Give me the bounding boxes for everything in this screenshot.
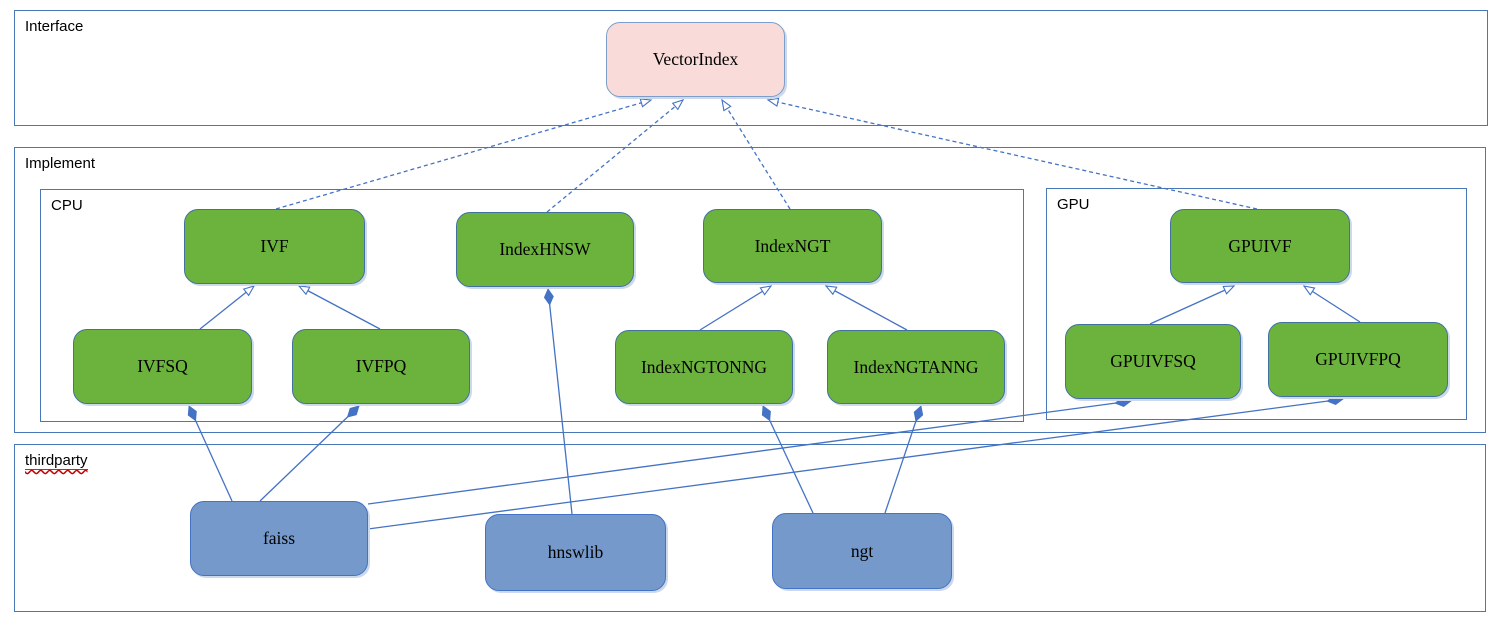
section-thirdparty[interactable]: thirdparty bbox=[14, 444, 1486, 612]
edge-realization-indexngt-to-vectorindex[interactable] bbox=[721, 98, 791, 210]
edge-composition-gpuivfpq-to-faiss[interactable] bbox=[367, 395, 1344, 530]
node-faiss[interactable]: faiss bbox=[190, 501, 368, 576]
node-label-indexngtonng: IndexNGTONNG bbox=[640, 356, 768, 377]
edge-generalization-ivfsq-to-ivf[interactable] bbox=[199, 285, 256, 330]
section-gpu[interactable]: GPU bbox=[1046, 188, 1467, 420]
node-ngt[interactable]: ngt bbox=[772, 513, 952, 589]
node-indexngtanng[interactable]: IndexNGTANNG bbox=[827, 330, 1005, 404]
edge-composition-indexngtonng-to-ngt[interactable] bbox=[761, 405, 814, 514]
section-interface-label: Interface bbox=[25, 18, 84, 35]
edge-generalization-gpuivfsq-to-gpuivf[interactable] bbox=[1149, 285, 1236, 325]
node-label-ivfsq: IVFSQ bbox=[137, 356, 188, 376]
node-indexngt[interactable]: IndexNGT bbox=[703, 209, 882, 283]
edge-composition-ivfsq-to-faiss[interactable] bbox=[187, 405, 233, 502]
edge-generalization-indexngtonng-to-indexngt[interactable] bbox=[699, 285, 773, 331]
edge-composition-ivfpq-to-faiss[interactable] bbox=[259, 405, 360, 502]
edge-realization-indexhnsw-to-vectorindex[interactable] bbox=[546, 99, 685, 213]
node-indexhnsw[interactable]: IndexHNSW bbox=[456, 212, 634, 287]
node-ivfsq[interactable]: IVFSQ bbox=[73, 329, 252, 404]
section-gpu-label: GPU bbox=[1057, 196, 1090, 213]
node-ivf[interactable]: IVF bbox=[184, 209, 365, 284]
node-label-ngt: ngt bbox=[850, 540, 874, 561]
node-label-ivfpq: IVFPQ bbox=[355, 356, 407, 376]
node-indexngtonng[interactable]: IndexNGTONNG bbox=[615, 330, 793, 404]
section-implement[interactable]: Implement bbox=[14, 147, 1486, 433]
section-cpu-label: CPU bbox=[51, 197, 83, 214]
node-label-ivf: IVF bbox=[260, 236, 289, 256]
node-label-gpuivf: GPUIVF bbox=[1228, 235, 1292, 256]
node-label-indexngt: IndexNGT bbox=[754, 235, 831, 256]
edge-composition-indexngtanng-to-ngt[interactable] bbox=[884, 405, 924, 514]
node-label-indexhnsw: IndexHNSW bbox=[499, 239, 591, 259]
edge-generalization-ivfpq-to-ivf[interactable] bbox=[297, 285, 381, 330]
node-label-gpuivfsq: GPUIVFSQ bbox=[1110, 351, 1196, 371]
section-thirdparty-label: thirdparty bbox=[25, 452, 88, 470]
edge-generalization-gpuivfpq-to-gpuivf[interactable] bbox=[1302, 285, 1361, 323]
section-implement-label: Implement bbox=[25, 155, 96, 172]
node-gpuivfsq[interactable]: GPUIVFSQ bbox=[1065, 324, 1241, 399]
node-label-indexngtanng: IndexNGTANNG bbox=[853, 356, 979, 377]
section-cpu[interactable]: CPU bbox=[40, 189, 1024, 422]
edge-composition-gpuivfsq-to-faiss[interactable] bbox=[367, 397, 1132, 505]
node-label-faiss: faiss bbox=[262, 528, 296, 548]
node-label-vectorindex: VectorIndex bbox=[652, 49, 739, 69]
node-label-hnswlib: hnswlib bbox=[547, 542, 604, 562]
node-gpuivf[interactable]: GPUIVF bbox=[1170, 209, 1350, 283]
node-ivfpq[interactable]: IVFPQ bbox=[292, 329, 470, 404]
node-hnswlib[interactable]: hnswlib bbox=[485, 514, 666, 591]
edge-generalization-indexngtanng-to-indexngt[interactable] bbox=[824, 285, 908, 331]
edge-realization-ivf-to-vectorindex[interactable] bbox=[275, 98, 653, 210]
section-interface[interactable]: Interface bbox=[14, 10, 1488, 126]
node-gpuivfpq[interactable]: GPUIVFPQ bbox=[1268, 322, 1448, 397]
node-label-gpuivfpq: GPUIVFPQ bbox=[1315, 349, 1401, 369]
node-vectorindex[interactable]: VectorIndex bbox=[606, 22, 785, 97]
